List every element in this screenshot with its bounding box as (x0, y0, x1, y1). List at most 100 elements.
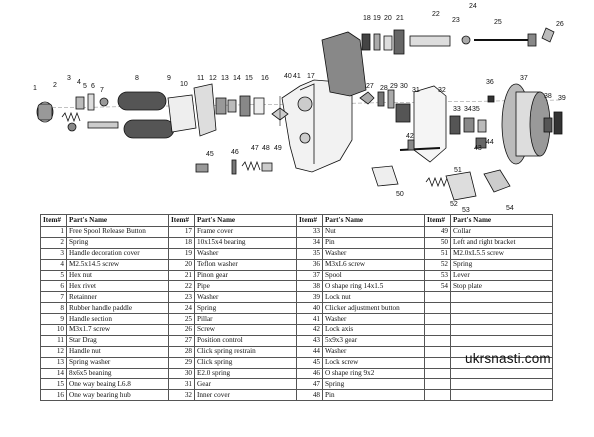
item-number-cell: 6 (40, 280, 67, 293)
part-name-cell: Washer (194, 291, 297, 304)
part-name-cell: Click spring restrain (194, 345, 297, 358)
callout-label: 45 (206, 151, 214, 158)
part-name-cell: Click spring (194, 356, 297, 369)
item-number-cell: 32 (168, 389, 195, 402)
part-name-cell (450, 291, 553, 304)
item-number-cell: 9 (40, 313, 67, 326)
callout-label: 6 (91, 83, 95, 90)
callout-label: 31 (412, 87, 420, 94)
part-name-cell: Teflon washer (194, 258, 297, 271)
item-number-cell: 49 (424, 226, 451, 238)
column-header-item: Item# (424, 214, 451, 227)
item-number-cell: 33 (296, 226, 323, 238)
part-name-cell: Inner cover (194, 389, 297, 402)
part-handle-knobs (117, 91, 175, 139)
part-name-cell: Screw (194, 324, 297, 336)
part-name-cell (450, 324, 553, 336)
item-number-cell: 29 (168, 356, 195, 369)
callout-label: 7 (100, 87, 104, 94)
item-number-cell: 47 (296, 378, 323, 391)
part-name-cell: Handle section (66, 313, 169, 326)
item-number-cell: 15 (40, 378, 67, 391)
part-release-button (36, 101, 54, 123)
table-header-row: Item# Part's Name Item# Part's Name Item… (40, 214, 553, 227)
callout-label: 34 (464, 106, 472, 113)
callout-label: 30 (400, 83, 408, 90)
callout-label: 50 (396, 191, 404, 198)
item-number-cell (424, 334, 451, 347)
part-name-cell (450, 313, 553, 326)
callout-label: 22 (432, 11, 440, 18)
callout-label: 54 (506, 205, 514, 212)
part-spool (501, 83, 551, 165)
item-number-cell: 11 (40, 334, 67, 347)
item-number-cell: 52 (424, 258, 451, 271)
part-name-cell: Gear (194, 378, 297, 391)
part-name-cell: Washer (194, 247, 297, 260)
part-name-cell: Nut (322, 226, 425, 238)
item-number-cell: 20 (168, 258, 195, 271)
callout-label: 18 (363, 15, 371, 22)
item-number-cell: 19 (168, 247, 195, 260)
item-number-cell: 36 (296, 258, 323, 271)
part-name-cell: E2.0 spring (194, 367, 297, 380)
callout-label: 12 (209, 75, 217, 82)
callout-label: 25 (494, 19, 502, 26)
callout-label: 14 (233, 75, 241, 82)
item-number-cell: 25 (168, 313, 195, 326)
part-name-cell: Collar (450, 226, 553, 238)
part-name-cell: Spool (322, 269, 425, 282)
item-number-cell: 22 (168, 280, 195, 293)
callout-label: 16 (261, 75, 269, 82)
item-number-cell: 44 (296, 345, 323, 358)
part-name-cell: Stop plate (450, 280, 553, 293)
part-name-cell: Pin (322, 389, 425, 402)
callout-label: 19 (373, 15, 381, 22)
part-clicker (271, 96, 289, 126)
callout-label: 11 (197, 75, 204, 82)
part-name-cell: Rubber handle paddle (66, 302, 169, 315)
parts-list-table: Item# Part's Name Item# Part's Name Item… (40, 214, 553, 402)
item-number-cell: 5 (40, 269, 67, 282)
callout-label: 10 (180, 81, 188, 88)
item-number-cell: 53 (424, 269, 451, 282)
item-number-cell: 46 (296, 367, 323, 380)
column-header-item: Item# (296, 214, 323, 227)
item-number-cell: 48 (296, 389, 323, 402)
callout-label: 23 (452, 17, 460, 24)
part-name-cell: O shape ring 9x2 (322, 367, 425, 380)
item-number-cell: 23 (168, 291, 195, 304)
item-number-cell: 7 (40, 291, 67, 304)
callout-label: 46 (231, 149, 239, 156)
callout-label: 8 (135, 75, 139, 82)
part-name-cell: Handle decoration cover (66, 247, 169, 260)
part-name-cell: Pin (322, 236, 425, 249)
item-number-cell: 42 (296, 324, 323, 336)
part-name-cell: 5x9x3 gear (322, 334, 425, 347)
callout-label: 43 (474, 145, 482, 152)
column-header-name: Part's Name (194, 214, 297, 227)
callout-label: 5 (83, 83, 87, 90)
part-pinion-set (361, 29, 405, 55)
item-number-cell: 37 (296, 269, 323, 282)
item-number-cell: 40 (296, 302, 323, 315)
part-name-cell: Pinon gear (194, 269, 297, 282)
part-name-cell: Clicker adjustment button (322, 302, 425, 315)
part-click-set (359, 89, 411, 123)
part-name-cell: M2.0xL5.5 screw (450, 247, 553, 260)
callout-label: 15 (245, 75, 253, 82)
column-header-name: Part's Name (450, 214, 553, 227)
item-number-cell: 13 (40, 356, 67, 369)
item-number-cell (424, 345, 451, 358)
callout-label: 48 (262, 145, 270, 152)
item-number-cell: 27 (168, 334, 195, 347)
item-number-cell: 45 (296, 356, 323, 369)
item-number-cell: 10 (40, 324, 67, 336)
